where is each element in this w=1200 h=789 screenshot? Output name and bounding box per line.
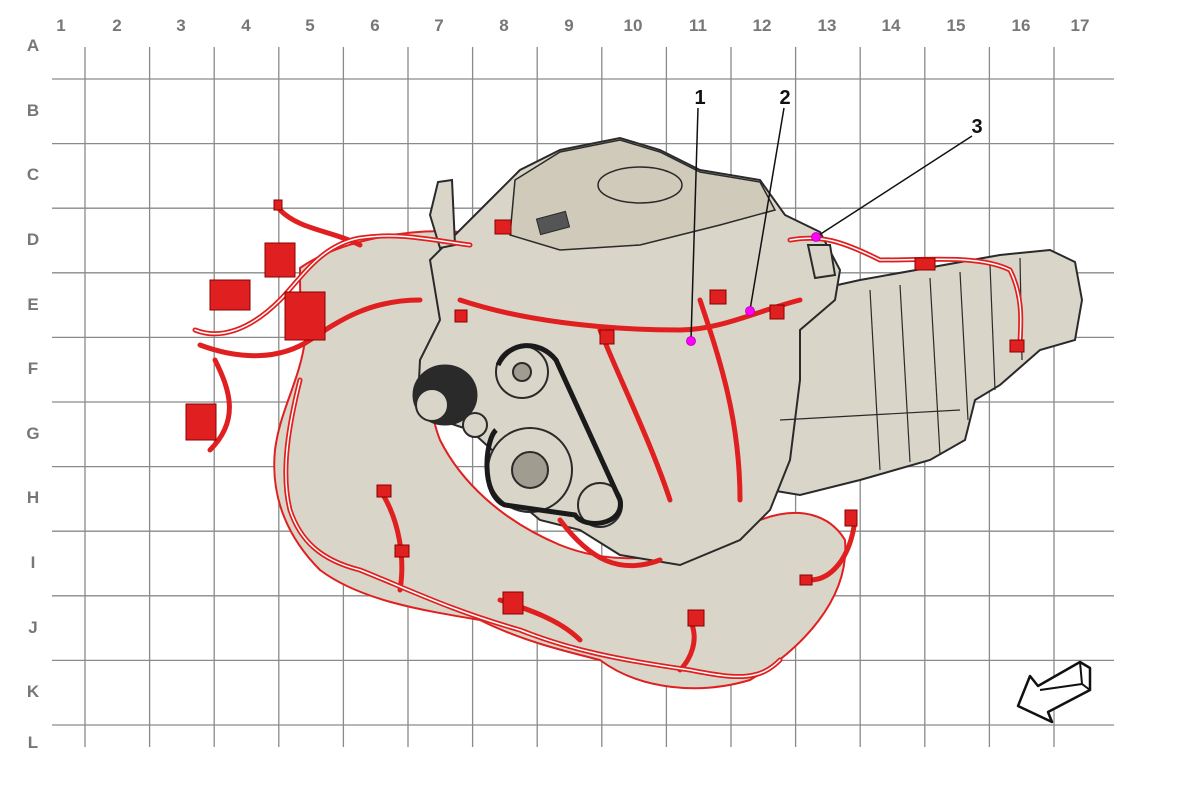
connector-i12 — [799, 574, 813, 586]
column-label-8: 8 — [499, 16, 508, 35]
column-label-13: 13 — [818, 16, 837, 35]
column-label-6: 6 — [370, 16, 379, 35]
engine-badge — [535, 210, 571, 236]
column-label-11: 11 — [689, 16, 707, 35]
tensioner-pulley — [462, 412, 488, 438]
location-point-3 — [811, 232, 821, 242]
idler-pulley-hub — [512, 362, 532, 382]
wiring-harness-highlight — [194, 235, 1022, 678]
row-label-a: A — [27, 36, 39, 55]
connector-h6 — [376, 484, 392, 498]
connector-f10 — [599, 329, 615, 345]
column-label-7: 7 — [434, 16, 443, 35]
callout-2-label: 2 — [779, 87, 790, 109]
accessory-belt — [484, 343, 623, 526]
valve-cover — [509, 139, 777, 251]
transmission-ribs — [779, 257, 1023, 471]
connector-block-e3 — [209, 279, 251, 311]
callout-leaders — [690, 107, 973, 341]
column-labels: 1 2 3 4 5 6 7 8 9 10 11 12 13 14 15 16 1… — [56, 16, 1089, 35]
column-label-2: 2 — [112, 16, 121, 35]
rear-lift-bracket — [806, 244, 837, 280]
row-label-c: C — [27, 165, 39, 184]
transmission-body — [769, 248, 1084, 497]
connector-e12 — [769, 304, 785, 320]
column-label-17: 17 — [1071, 16, 1090, 35]
row-label-b: B — [27, 101, 39, 120]
column-label-1: 1 — [56, 16, 65, 35]
connector-h13 — [844, 509, 858, 527]
connector-block-e4 — [264, 242, 296, 278]
column-label-15: 15 — [947, 16, 966, 35]
callout-3-label: 3 — [971, 116, 982, 138]
connector-j11 — [687, 609, 705, 627]
connector-e11 — [709, 289, 727, 305]
connector-d5 — [273, 199, 283, 211]
pump-pulley — [415, 388, 449, 422]
callout-3-leader — [815, 135, 973, 238]
connector-points — [686, 232, 821, 346]
row-label-d: D — [27, 230, 39, 249]
connector-module-g3 — [185, 403, 217, 441]
column-label-4: 4 — [241, 16, 251, 35]
connector-d8 — [494, 219, 512, 235]
callout-1-label: 1 — [694, 87, 705, 109]
connector-e7 — [454, 309, 468, 323]
column-label-3: 3 — [176, 16, 185, 35]
callout-2-leader — [749, 107, 785, 311]
connector-block-e5 — [284, 291, 326, 341]
connector-i6 — [394, 544, 410, 558]
column-label-10: 10 — [624, 16, 643, 35]
row-label-g: G — [26, 424, 39, 443]
column-label-5: 5 — [305, 16, 314, 35]
location-point-1 — [686, 336, 696, 346]
connector-f15 — [1009, 339, 1025, 353]
crank-pulley-hub — [511, 451, 549, 489]
row-label-i: I — [31, 553, 36, 572]
connector-j8 — [502, 591, 524, 615]
row-label-e: E — [27, 295, 38, 314]
callout-1-leader — [690, 107, 699, 341]
row-label-k: K — [27, 682, 40, 701]
column-label-9: 9 — [564, 16, 573, 35]
intake-plenum — [597, 166, 683, 204]
column-label-16: 16 — [1012, 16, 1031, 35]
row-label-j: J — [28, 618, 37, 637]
column-label-14: 14 — [882, 16, 901, 35]
column-label-12: 12 — [753, 16, 772, 35]
row-label-h: H — [27, 488, 39, 507]
row-label-f: F — [28, 359, 38, 378]
location-point-2 — [745, 306, 755, 316]
row-label-l: L — [28, 733, 38, 752]
front-direction-arrow-icon — [1016, 660, 1092, 724]
harness-connectors — [185, 199, 1025, 627]
connector-e14 — [914, 257, 936, 271]
row-labels: A B C D E F G H I J K L — [26, 36, 39, 752]
